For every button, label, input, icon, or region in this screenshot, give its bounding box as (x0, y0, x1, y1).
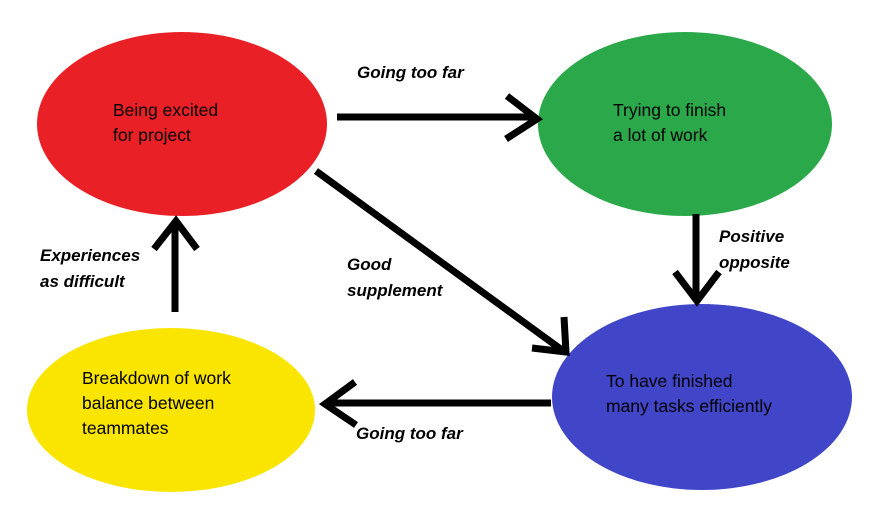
edge-label-experiences-as-difficult: Experiences as difficult (40, 246, 141, 291)
edge-excited-to-trying[interactable] (337, 93, 544, 142)
edge-finished-to-breakdown[interactable] (318, 379, 551, 428)
node-trying[interactable] (538, 32, 832, 216)
edge-label-going-too-far-top: Going too far (357, 63, 464, 82)
edge-label-positive-opposite: Positive opposite (719, 227, 790, 272)
node-finished[interactable] (552, 304, 852, 490)
edge-label-good-supplement: Good supplement (347, 255, 443, 300)
edge-excited-to-finished[interactable] (313, 168, 570, 356)
node-breakdown[interactable] (27, 328, 315, 492)
edge-breakdown-to-excited[interactable] (151, 215, 200, 312)
node-excited[interactable] (37, 32, 327, 216)
edge-label-going-too-far-bottom: Going too far (356, 424, 463, 443)
edge-trying-to-finished[interactable] (672, 214, 722, 307)
